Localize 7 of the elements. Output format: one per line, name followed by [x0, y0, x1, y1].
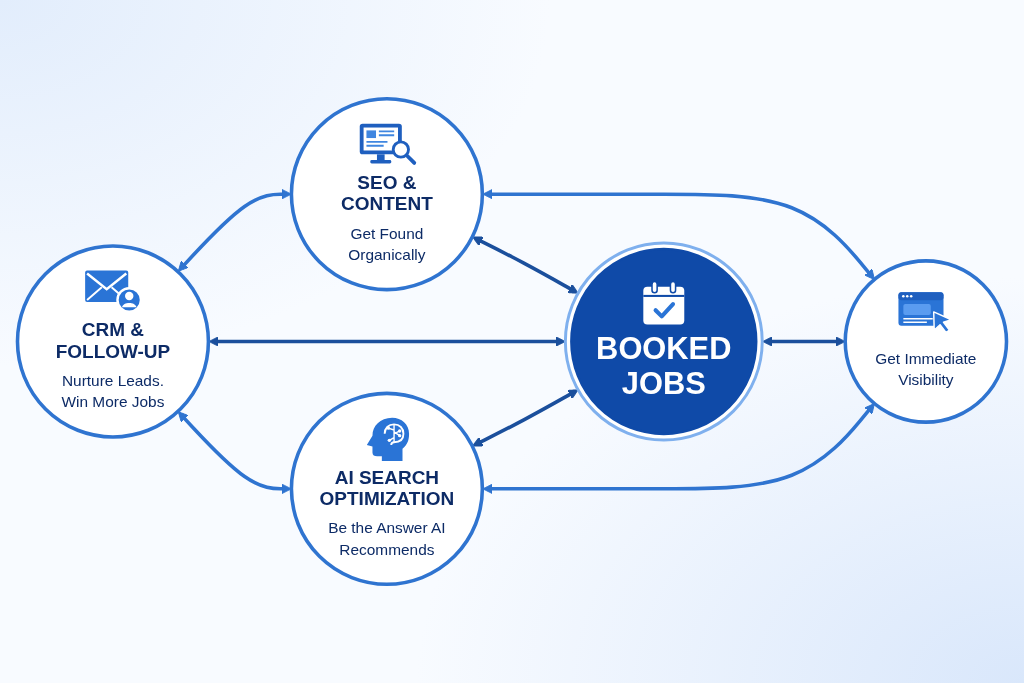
node-circle: CRM & FOLLOW-UP Nurture Leads. Win More Jobs	[15, 244, 211, 439]
arrow	[472, 389, 579, 447]
node-circle: AI SEARCH OPTIMIZATION Be the Answer AI Recommends	[289, 391, 485, 587]
node-circle: BOOKED JOBS	[563, 241, 764, 442]
arrow	[472, 236, 579, 294]
node-circle: SEO & CONTENT Get Found Organically	[289, 96, 485, 292]
node-circle: Get Immediate Visibility	[843, 259, 1009, 424]
